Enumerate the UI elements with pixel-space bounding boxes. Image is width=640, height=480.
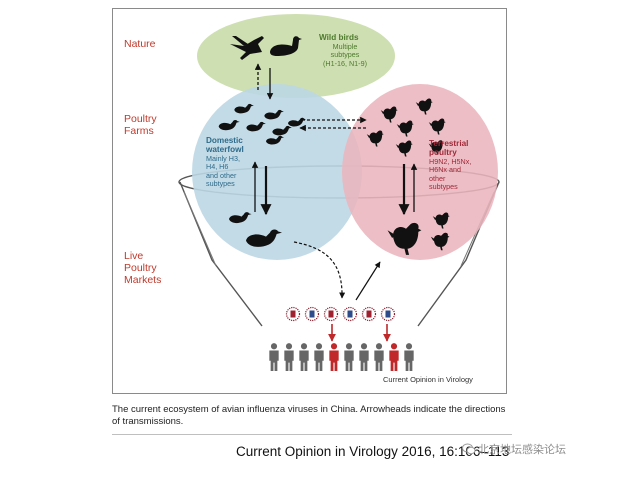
virus-particle-icon [380, 306, 396, 322]
swan-icon [270, 36, 302, 56]
person-icon [359, 343, 369, 371]
wechat-icon [462, 443, 476, 455]
person-icon [404, 343, 414, 371]
domestic-waterfowl-subtypes: Mainly H3, H4, H6 and other subtypes [206, 154, 240, 188]
wild-birds-subtypes: Multiple subtypes (H1-16, N1-9) [323, 42, 367, 68]
virus-particle-icon [323, 306, 339, 322]
figure-caption: The current ecosystem of avian influenza… [112, 404, 506, 427]
human-row [269, 343, 414, 371]
terrestrial-poultry-zone [342, 84, 498, 260]
wild-birds-zone [197, 14, 395, 98]
infected-person-icon [329, 343, 339, 371]
person-icon [374, 343, 384, 371]
terrestrial-poultry-title: Terrestrial poultry [429, 139, 469, 157]
transmission-arrows [251, 63, 418, 301]
wild-birds-title: Wild birds [319, 33, 359, 42]
person-icon [314, 343, 324, 371]
virus-particle-icon [361, 306, 377, 322]
person-icon [269, 343, 279, 371]
domestic-waterfowl-title: Domestic waterfowl [206, 136, 244, 154]
level-label-live-poultry-markets: Live Poultry Markets [124, 250, 162, 286]
citation: Current Opinion in Virology 2016, 16:106… [236, 444, 510, 459]
terrestrial-poultry-subtypes: H9N2, H5Nx, H6Nx and other subtypes [429, 157, 472, 191]
watermark: 北京地坛感染论坛 [478, 443, 566, 456]
virus-particle-icon [285, 306, 301, 322]
figure-credit: Current Opinion in Virology [383, 375, 473, 384]
crane-icon [230, 36, 264, 60]
infected-person-icon [389, 343, 399, 371]
caption-divider [112, 434, 512, 435]
virus-particle-icon [304, 306, 320, 322]
level-label-nature: Nature [124, 38, 156, 50]
virus-particle-row [285, 306, 396, 322]
person-icon [284, 343, 294, 371]
spillover-arrows [328, 324, 391, 342]
person-icon [299, 343, 309, 371]
person-icon [344, 343, 354, 371]
level-label-poultry-farms: Poultry Farms [124, 113, 157, 137]
virus-particle-icon [342, 306, 358, 322]
